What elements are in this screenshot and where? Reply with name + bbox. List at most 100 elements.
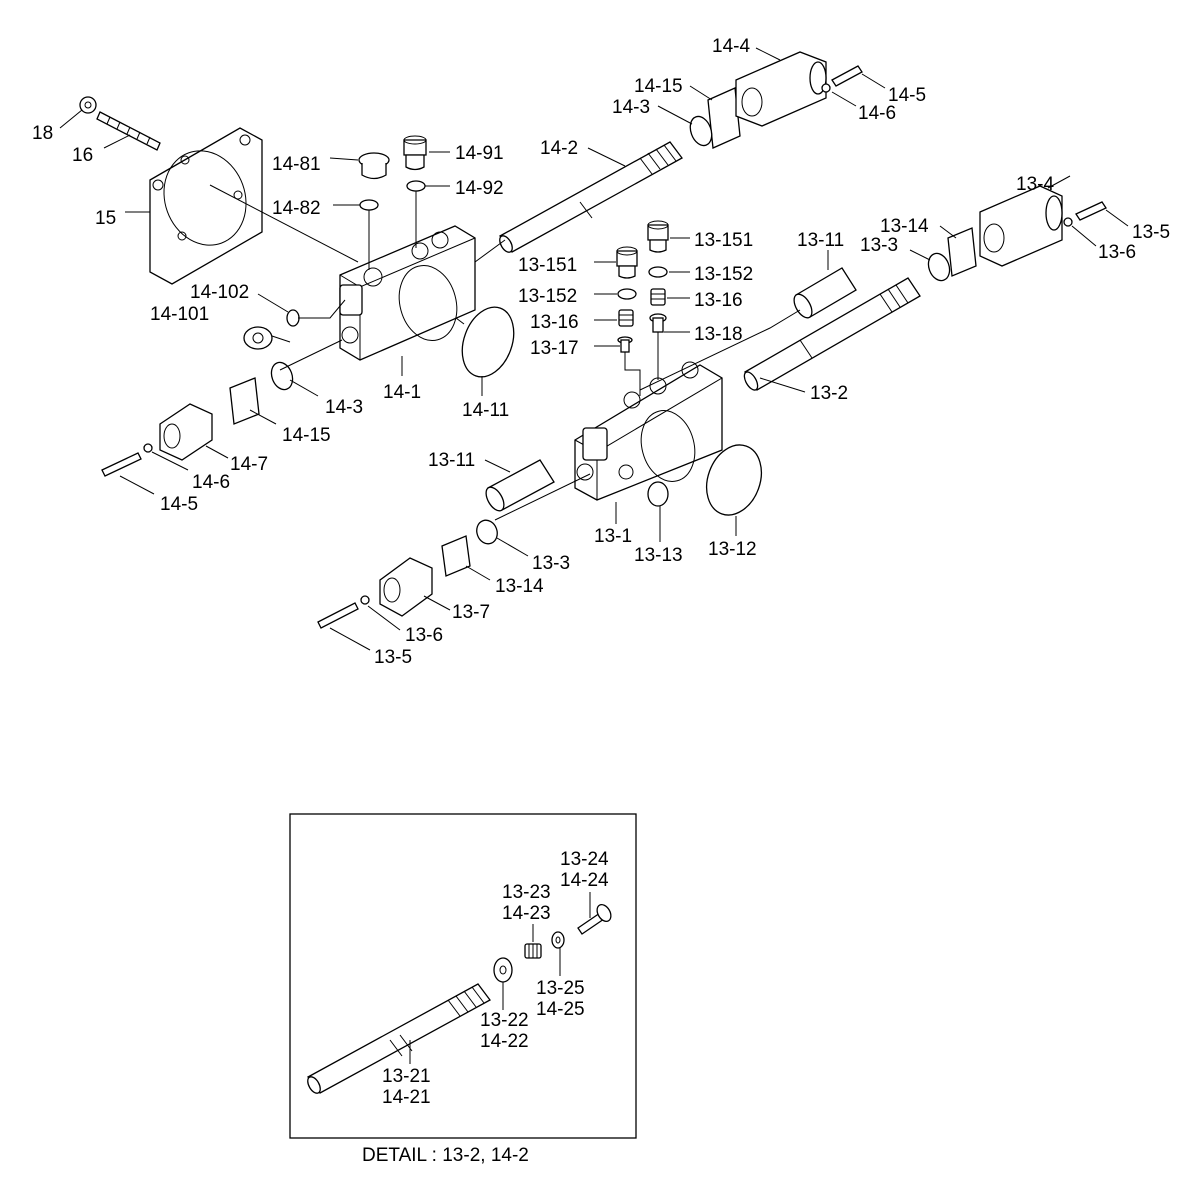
detail-callout-13-24: 13-24	[560, 849, 609, 870]
callout-13-16-right: 13-16	[694, 290, 743, 311]
spring-13-11-top	[793, 267, 857, 319]
callout-13-14-top: 13-14	[880, 216, 929, 237]
callouts: 18 16 15 14-81 14-82 14-91 14-92 14-2 14…	[32, 36, 1170, 668]
callout-18: 18	[32, 123, 53, 144]
callout-14-4: 14-4	[712, 36, 750, 57]
callout-14-6-low: 14-6	[192, 472, 230, 493]
callout-14-15-top: 14-15	[634, 76, 683, 97]
detail-callout-13-23: 13-23	[502, 882, 551, 903]
detail-box: 13-24 14-24 13-23 14-23 13-25 14-25 13-2…	[289, 813, 637, 1139]
o-ring-14-11	[461, 306, 515, 378]
plug-14-81	[358, 152, 390, 180]
pin-13-18	[649, 313, 667, 333]
leader-lines	[59, 47, 1129, 651]
o-ring-13-13	[647, 481, 669, 507]
callout-14-101: 14-101	[150, 304, 209, 325]
callout-13-7: 13-7	[452, 602, 490, 623]
detail-callout-14-23: 14-23	[502, 903, 551, 924]
cap-14-7	[159, 403, 213, 461]
o-ring-14-92	[406, 180, 426, 192]
detail-spring-13-23	[524, 943, 542, 959]
callout-13-18: 13-18	[694, 324, 743, 345]
callout-13-3-top: 13-3	[860, 235, 898, 256]
detail-callout-13-22: 13-22	[480, 1010, 529, 1031]
callout-14-3-top: 14-3	[612, 97, 650, 118]
o-ring-13-3-low	[476, 519, 498, 545]
end-plate-15	[149, 127, 263, 285]
gasket-13-14-low	[441, 535, 471, 577]
callout-13-13: 13-13	[634, 545, 683, 566]
washer-13-6-top	[1063, 217, 1073, 227]
detail-spool-13-21	[307, 983, 491, 1094]
callout-14-82: 14-82	[272, 198, 321, 219]
spring-13-16-right	[650, 288, 666, 306]
spool-14-2	[499, 141, 683, 253]
valve-body-13-1	[574, 361, 723, 501]
washer-18	[79, 96, 97, 114]
callout-14-92: 14-92	[455, 178, 504, 199]
callout-13-1: 13-1	[594, 526, 632, 547]
callout-16: 16	[72, 145, 93, 166]
washer-14-6-low	[143, 443, 153, 453]
detail-washer-13-22	[493, 957, 513, 983]
spring-13-11-low	[485, 459, 555, 512]
detail-callout-14-22: 14-22	[480, 1031, 529, 1052]
cap-13-4	[979, 185, 1063, 267]
callout-13-14-low: 13-14	[495, 576, 544, 597]
plug-13-151-left	[616, 246, 638, 279]
spool-13-2	[743, 277, 921, 391]
callout-14-6-top: 14-6	[858, 103, 896, 124]
callout-14-91: 14-91	[455, 143, 504, 164]
callout-14-81: 14-81	[272, 154, 321, 175]
callout-13-6-top: 13-6	[1098, 242, 1136, 263]
detail-callout-13-21: 13-21	[382, 1066, 431, 1087]
callout-14-5-low: 14-5	[160, 494, 198, 515]
cap-14-4	[735, 51, 827, 127]
o-ring-14-3-mid	[270, 361, 294, 391]
callout-14-15-mid: 14-15	[282, 425, 331, 446]
callout-13-5-top: 13-5	[1132, 222, 1170, 243]
stud-bolt-16	[96, 111, 161, 151]
bolt-14-5-top	[831, 65, 863, 87]
gasket-14-15-mid	[229, 377, 260, 425]
callout-13-12: 13-12	[708, 539, 757, 560]
washer-14-6-top	[821, 83, 831, 93]
gasket-13-14-top	[947, 227, 977, 277]
callout-13-152-right: 13-152	[694, 264, 753, 285]
detail-washer-13-25	[551, 931, 565, 949]
o-ring-14-102	[286, 309, 300, 327]
o-ring-14-82	[359, 199, 379, 211]
spring-13-16-left	[618, 309, 634, 327]
plug-14-101	[243, 326, 273, 350]
callout-14-102: 14-102	[190, 282, 249, 303]
callout-13-151-right: 13-151	[694, 230, 753, 251]
callout-13-5-low: 13-5	[374, 647, 412, 668]
detail-caption: DETAIL : 13-2, 14-2	[362, 1145, 529, 1166]
o-ring-14-3-top	[689, 115, 713, 147]
o-ring-13-3-top	[927, 252, 951, 282]
callout-13-17: 13-17	[530, 338, 579, 359]
valve-body-14-1	[339, 225, 476, 361]
callout-13-6-low: 13-6	[405, 625, 443, 646]
o-ring-13-152-right	[648, 266, 668, 278]
bolt-13-5-low	[317, 602, 359, 629]
gasket-14-15-top	[707, 87, 741, 149]
callout-14-7: 14-7	[230, 454, 268, 475]
detail-callout-14-24: 14-24	[560, 870, 609, 891]
callout-14-1: 14-1	[383, 382, 421, 403]
callout-14-3-mid: 14-3	[325, 397, 363, 418]
callout-13-16-left: 13-16	[530, 312, 579, 333]
callout-13-3-low: 13-3	[532, 553, 570, 574]
callout-15: 15	[95, 208, 116, 229]
cap-13-7	[379, 557, 433, 617]
bolt-13-5-top	[1075, 201, 1107, 221]
detail-bolt-13-24	[577, 903, 612, 935]
callout-13-4: 13-4	[1016, 174, 1054, 195]
callout-13-152-left: 13-152	[518, 286, 577, 307]
o-ring-13-152-left	[617, 288, 637, 300]
o-ring-13-12	[705, 444, 763, 516]
plug-14-91	[403, 135, 427, 171]
pin-13-17	[617, 336, 633, 353]
plug-13-151-right	[647, 220, 669, 253]
